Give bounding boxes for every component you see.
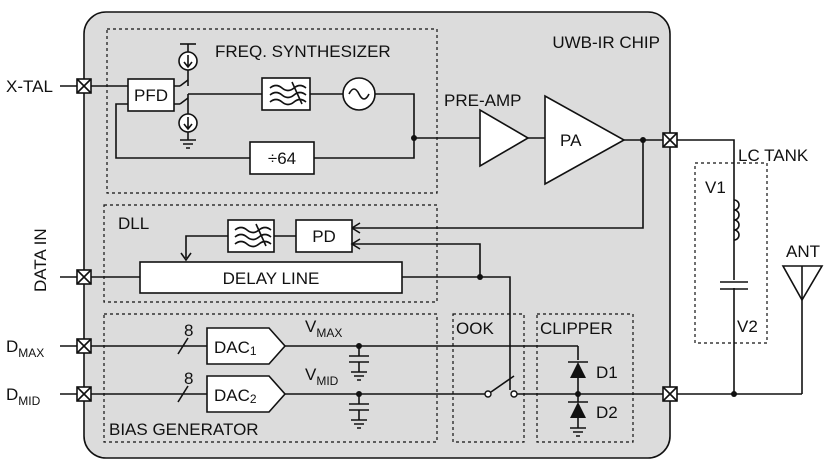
bus-slash-1 [177, 337, 189, 355]
bias-title: BIAS GENERATOR [109, 420, 259, 439]
freq-synth-section [106, 28, 438, 194]
loop-filter-icon [261, 77, 311, 111]
pad-pa-out [662, 132, 678, 148]
divider-label: ÷64 [268, 149, 296, 168]
charge-pump-down-source [178, 113, 198, 149]
pfd-block [127, 78, 175, 112]
bias-section [103, 313, 438, 443]
ook-title: OOK [456, 319, 494, 338]
pad-xtal [76, 78, 92, 94]
pre-amp-triangle [479, 108, 530, 168]
clipper-diode-d2-icon [568, 394, 588, 437]
delay-line-label: DELAY LINE [223, 269, 320, 288]
bus-slash-2 [177, 385, 189, 403]
v1-label: V1 [705, 178, 726, 197]
ook-switch-icon [484, 375, 518, 398]
ook-section [452, 313, 525, 443]
vmax-decap-icon [349, 346, 369, 381]
d2-label: D2 [596, 403, 618, 422]
lc-tank-title: LC TANK [738, 146, 809, 165]
pfd-label: PFD [134, 86, 168, 105]
dac1-label: DAC1 [214, 338, 257, 358]
pad-data-in [76, 269, 92, 285]
dac1-block [206, 327, 287, 365]
lc-capacitor-icon [720, 280, 748, 290]
pa-label: PA [560, 131, 582, 150]
antenna-label: ANT [786, 242, 820, 261]
vmid-decap-icon [349, 394, 369, 429]
clipper-section [536, 313, 634, 443]
chip-title: UWB-IR CHIP [552, 33, 660, 52]
inductor-icon [733, 199, 740, 241]
dac2-block [206, 375, 287, 413]
vco-oscillator-icon [342, 77, 376, 111]
bits-label-2: 8 [184, 369, 193, 388]
pd-block [295, 219, 353, 253]
delay-line-block [139, 261, 403, 294]
charge-pump-up-source [178, 43, 198, 86]
pa-triangle [544, 94, 626, 186]
dmax-label: DMAX [6, 337, 44, 360]
d1-label: D1 [596, 363, 618, 382]
pad-dmax [76, 338, 92, 354]
data-in-label: DATA IN [31, 228, 50, 292]
v2-label: V2 [737, 317, 758, 336]
pad-dmid [76, 386, 92, 402]
pad-ant-out [662, 386, 678, 402]
pre-amp-label: PRE-AMP [444, 91, 521, 110]
bits-label-1: 8 [184, 321, 193, 340]
clipper-diode-d1-icon [568, 346, 588, 394]
clipper-title: CLIPPER [540, 319, 613, 338]
dmid-label: DMID [6, 385, 41, 408]
vmid-label: VMID [305, 365, 339, 388]
vmax-label: VMAX [305, 317, 342, 340]
dac2-label: DAC2 [214, 386, 257, 406]
dll-filter-icon [227, 219, 275, 253]
antenna-icon [781, 265, 824, 394]
dll-section [103, 204, 438, 303]
xtal-label: X-TAL [6, 77, 53, 96]
freq-synth-title: FREQ. SYNTHESIZER [215, 42, 391, 61]
dll-title: DLL [118, 214, 149, 233]
lc-tank-section [694, 162, 768, 344]
pd-label: PD [312, 227, 336, 246]
